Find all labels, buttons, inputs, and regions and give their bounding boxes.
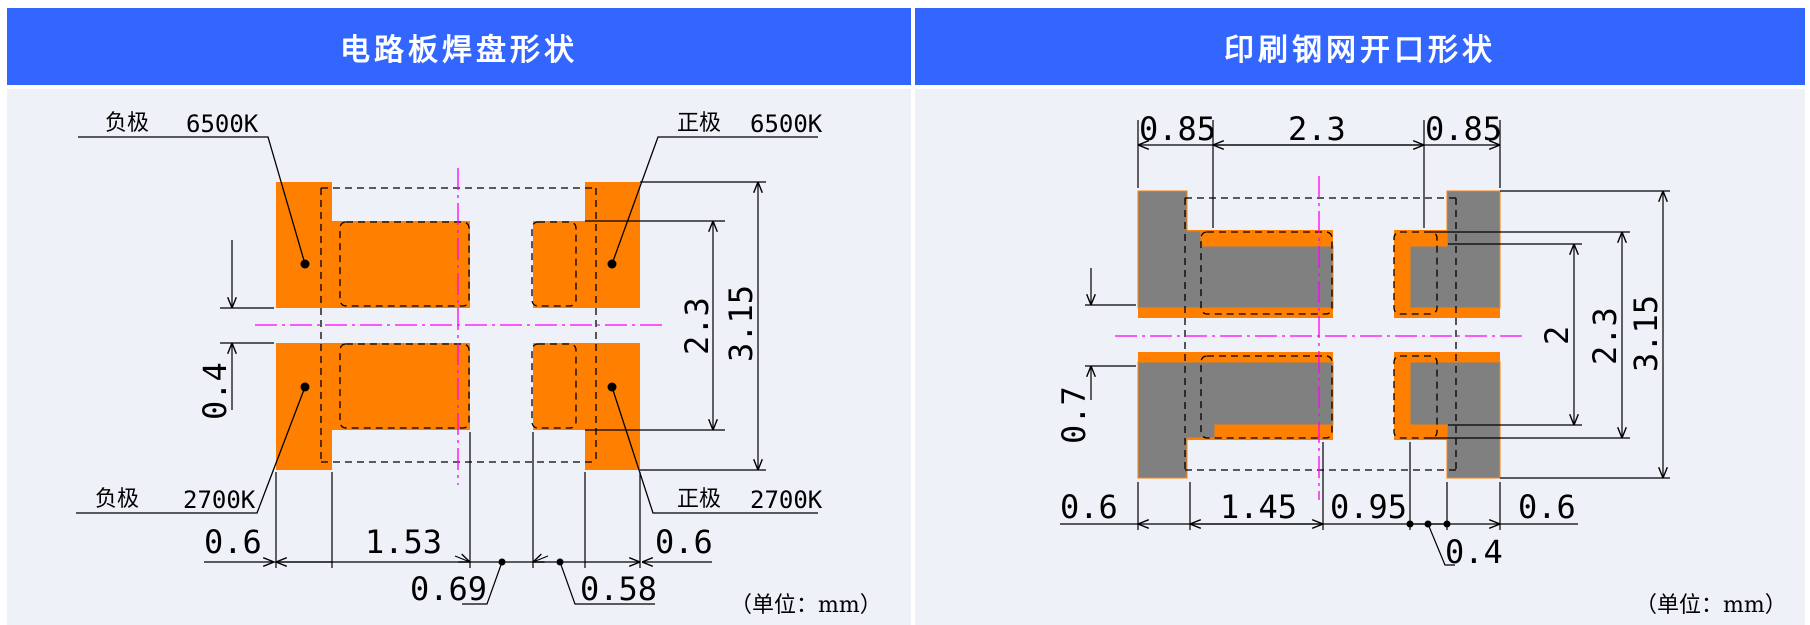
dim-left-0-58: 0.58 — [580, 570, 657, 608]
dim-right-0-7: 0.7 — [1055, 386, 1093, 444]
dim-right-2: 2 — [1538, 326, 1576, 345]
value-neg-top: 6500K — [186, 110, 259, 138]
dim-left-0-4: 0.4 — [196, 362, 234, 420]
right-panel-title: 印刷钢网开口形状 — [915, 8, 1805, 85]
left-panel-title: 电路板焊盘形状 — [7, 8, 911, 85]
left-pad-drawing: 负极 6500K 正极 6500K 负极 2700K 正极 2700K 0.6 … — [76, 110, 882, 618]
value-pos-bottom: 2700K — [750, 486, 823, 514]
dim-right-0-85-left: 0.85 — [1139, 110, 1216, 148]
label-pos-bottom: 正极 — [677, 487, 721, 512]
label-neg-top: 负极 — [105, 111, 149, 136]
dim-left-0-6-left: 0.6 — [204, 523, 262, 561]
stencil-openings — [1137, 190, 1501, 479]
extension-lines-right — [1085, 120, 1670, 530]
dim-right-2-3-top: 2.3 — [1288, 110, 1346, 148]
dim-right-0-95: 0.95 — [1330, 488, 1407, 526]
extension-lines — [220, 181, 766, 568]
dim-left-1-53: 1.53 — [365, 523, 442, 561]
label-pos-top: 正极 — [677, 111, 721, 136]
dim-right-1-45: 1.45 — [1220, 488, 1297, 526]
dim-right-0-4: 0.4 — [1445, 533, 1503, 571]
center-lines-right — [1115, 176, 1525, 500]
dim-left-2-3: 2.3 — [678, 297, 716, 355]
small-dim-dots-right — [1406, 520, 1451, 528]
pad-outline — [1184, 197, 1457, 471]
dim-right-0-85-right: 0.85 — [1425, 110, 1502, 148]
opening-bottom-right — [1409, 361, 1501, 479]
center-lines — [255, 168, 665, 485]
dim-left-0-6-right: 0.6 — [655, 523, 713, 561]
opening-bottom-left — [1137, 361, 1334, 479]
right-panel-body — [915, 89, 1805, 625]
label-neg-bottom: 负极 — [95, 487, 139, 512]
dimension-lines-right — [1060, 145, 1663, 524]
dim-left-3-15: 3.15 — [722, 285, 760, 362]
dim-right-3-15: 3.15 — [1627, 295, 1665, 372]
right-stencil-drawing: 0.85 2.3 0.85 0.6 1.45 0.95 0.6 0.4 0.7 … — [1055, 110, 1787, 618]
pad-bottom-right — [533, 343, 640, 470]
value-neg-bottom: 2700K — [183, 486, 256, 514]
dim-right-0-6-left: 0.6 — [1060, 488, 1118, 526]
pad-bottom-left — [276, 343, 470, 470]
dim-right-2-3: 2.3 — [1586, 307, 1624, 365]
pad-top-right — [533, 182, 640, 308]
unit-label-left: （单位：mm） — [730, 593, 882, 618]
dim-left-0-69: 0.69 — [410, 570, 487, 608]
opening-top-left — [1137, 190, 1334, 309]
unit-label-right: （单位：mm） — [1635, 593, 1787, 618]
leader-lines — [76, 136, 818, 514]
small-dim-leaders — [462, 561, 655, 605]
dim-right-0-6-right: 0.6 — [1518, 488, 1576, 526]
pad-top-left — [276, 182, 470, 308]
small-dim-dots — [498, 558, 564, 566]
value-pos-top: 6500K — [750, 110, 823, 138]
